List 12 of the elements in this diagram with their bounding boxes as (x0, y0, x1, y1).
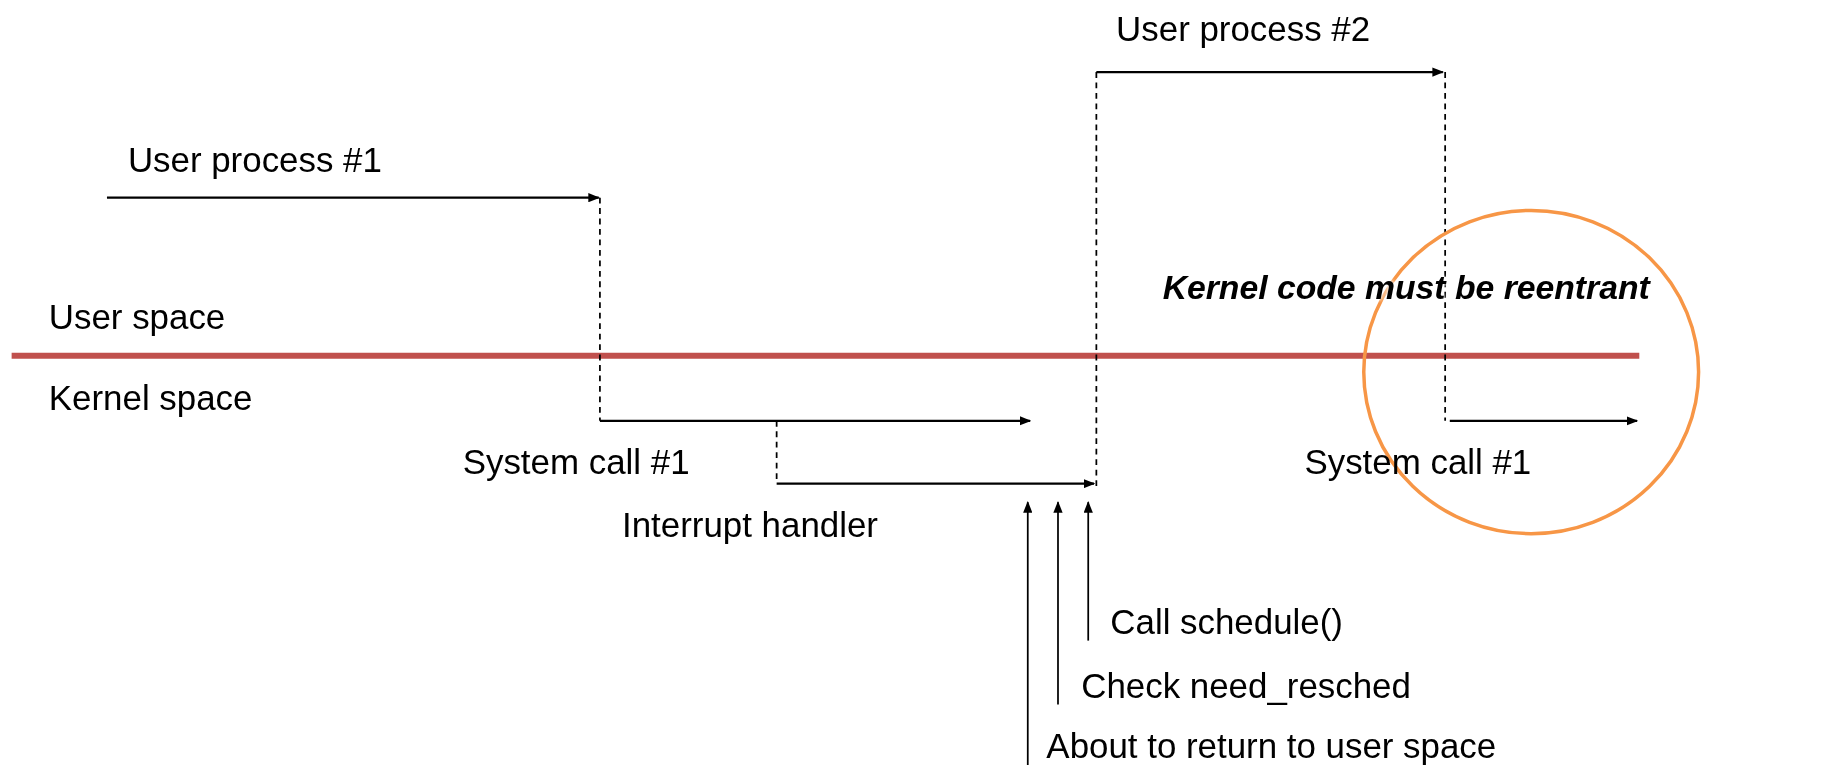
step-label: Check need_resched (1081, 666, 1411, 706)
step-label: Call schedule() (1110, 602, 1343, 642)
timeline-label: Interrupt handler (622, 505, 878, 546)
leader-arrow (1083, 501, 1093, 642)
timeline-label: User process #2 (1116, 9, 1371, 49)
step-label: About to return to user space (1046, 726, 1497, 767)
timeline-label: System call #1 (462, 442, 690, 483)
timeline-label: User process #1 (127, 140, 382, 181)
leader-arrow (1053, 501, 1063, 706)
leader-arrow (1023, 501, 1033, 766)
region-label: Kernel space (48, 379, 253, 419)
region-label: User space (48, 297, 226, 338)
